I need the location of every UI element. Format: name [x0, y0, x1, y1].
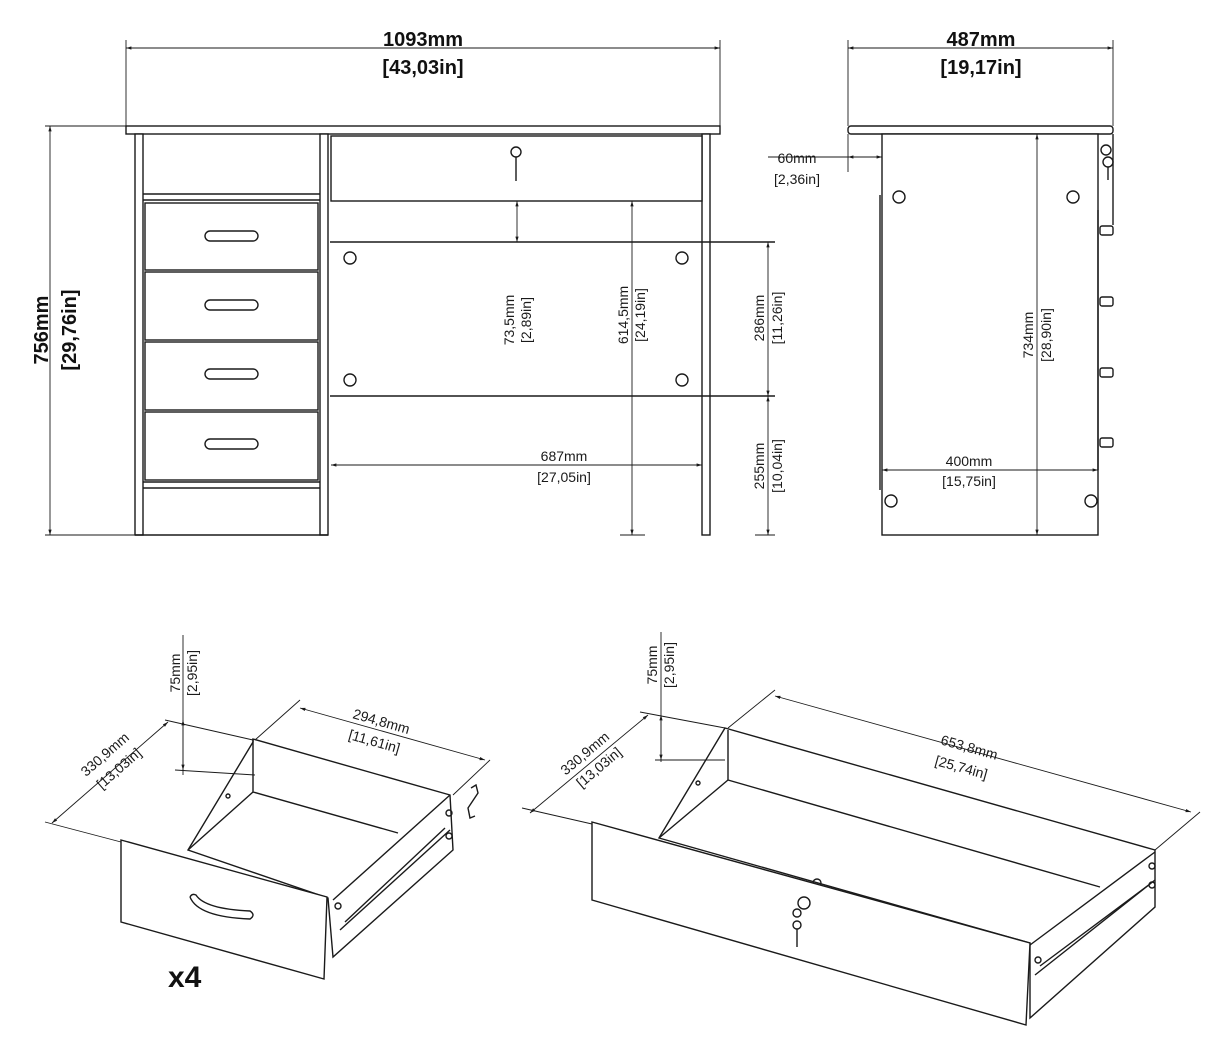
- inner-depth-in-label: [15,75in]: [942, 473, 996, 489]
- knee-width-in-label: [27,05in]: [537, 469, 591, 485]
- quantity-label: x4: [168, 961, 202, 994]
- inner-height-mm-label: 734mm: [1020, 312, 1036, 359]
- knee-width-mm-label: 687mm: [541, 448, 588, 464]
- knee-height-mm-label: 614,5mm: [615, 286, 631, 344]
- width-mm-label: 1093mm: [383, 29, 463, 51]
- desktop-side: [847, 125, 1114, 135]
- cabinet-divider: [319, 133, 329, 536]
- lock-icon: [510, 146, 522, 181]
- handle-icon: [204, 230, 259, 242]
- drawer-gap-mm-label: 73,5mm: [501, 295, 517, 346]
- side-panel: [881, 133, 1099, 536]
- left-leg: [134, 133, 144, 536]
- front-view: 1093mm [43,03in]: [31, 29, 785, 536]
- side-view: 487mm [19,17in] 60mm [2,36in] 734mm [28,: [768, 29, 1114, 536]
- large-height-in-label: [2,95in]: [661, 642, 677, 688]
- small-height-mm-label: 75mm: [167, 654, 183, 693]
- floor-clearance-mm-label: 255mm: [751, 443, 767, 490]
- hex-key-icon: [467, 783, 479, 819]
- drawer-stack: [144, 202, 319, 481]
- large-drawer: 75mm [2,95in] 653,8mm [25,74in] 330,9mm …: [521, 632, 1201, 1026]
- knee-height-in-label: [24,19in]: [632, 288, 648, 342]
- desktop: [125, 125, 721, 135]
- drawer-gap-in-label: [2,89in]: [518, 297, 534, 343]
- overhang-mm-label: 60mm: [778, 150, 817, 166]
- key-icon: [1100, 144, 1114, 180]
- handle-icon: [189, 893, 254, 920]
- small-drawer: 75mm [2,95in] 294,8mm [11,61in] 330,9mm …: [44, 635, 491, 994]
- overhang-in-label: [2,36in]: [774, 171, 820, 187]
- screw-holes: [343, 251, 689, 387]
- width-in-label: [43,03in]: [382, 57, 463, 79]
- depth-in-label: [19,17in]: [940, 57, 1021, 79]
- handle-icon: [204, 368, 259, 380]
- depth-mm-label: 487mm: [947, 29, 1016, 51]
- lock-key-icon: [792, 896, 811, 947]
- back-panel-mm-label: 286mm: [751, 295, 767, 342]
- height-mm-label: 756mm: [31, 296, 53, 365]
- drawer-front: [591, 821, 1031, 1026]
- height-in-label: [29,76in]: [59, 289, 81, 370]
- handle-icon: [204, 438, 259, 450]
- handle-icon: [204, 299, 259, 311]
- inner-depth-mm-label: 400mm: [946, 453, 993, 469]
- knob-icons: [1099, 225, 1114, 448]
- back-panel-in-label: [11,26in]: [769, 292, 785, 345]
- floor-clearance-in-label: [10,04in]: [769, 439, 785, 493]
- large-height-mm-label: 75mm: [644, 646, 660, 685]
- drawer-front: [120, 839, 328, 980]
- inner-height-in-label: [28,90in]: [1038, 308, 1054, 362]
- screw-holes: [884, 190, 1098, 508]
- small-height-in-label: [2,95in]: [184, 650, 200, 696]
- right-leg: [701, 133, 711, 536]
